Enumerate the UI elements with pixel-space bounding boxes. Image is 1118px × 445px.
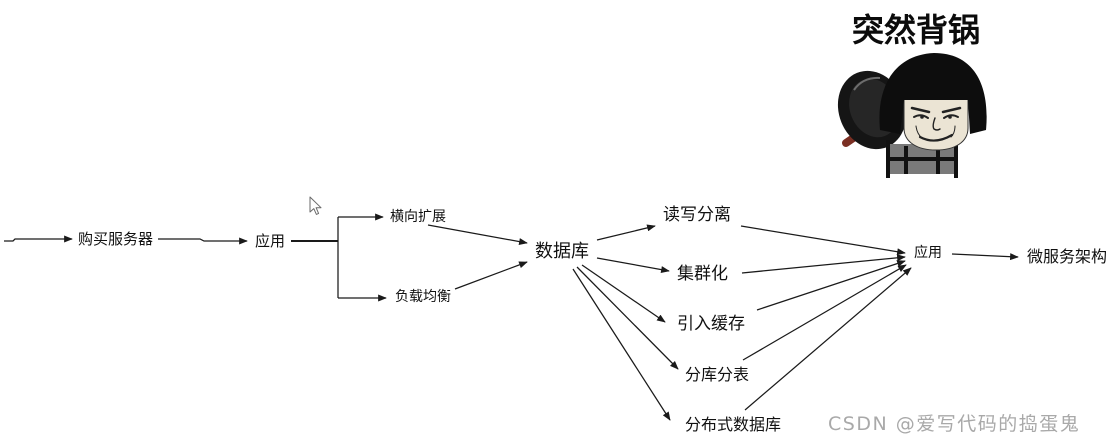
watermark: CSDN @爱写代码的捣蛋鬼 bbox=[828, 413, 1081, 435]
arrow-load-balance-to-database bbox=[454, 261, 528, 290]
node-clustering: 集群化 bbox=[677, 264, 728, 284]
node-app: 应用 bbox=[255, 232, 286, 250]
bowl-cut-hair bbox=[879, 53, 987, 134]
arrow-clustering-to-app bbox=[741, 254, 906, 274]
face-features bbox=[910, 106, 962, 142]
arrow-database-to-distributed-database bbox=[572, 268, 671, 421]
node-read-write-split: 读写分离 bbox=[663, 205, 731, 225]
character-face bbox=[903, 95, 969, 151]
node-database: 数据库 bbox=[535, 241, 589, 262]
mouse-cursor-icon bbox=[309, 196, 322, 215]
arrow-sharding-to-app bbox=[742, 264, 907, 361]
node-app-final: 应用 bbox=[914, 245, 942, 261]
node-distributed-database: 分布式数据库 bbox=[685, 415, 782, 434]
arrow-app-to-microservices bbox=[951, 253, 1019, 261]
arrow-database-to-cache bbox=[581, 264, 666, 323]
node-load-balance: 负载均衡 bbox=[395, 289, 451, 305]
node-microservices: 微服务架构 bbox=[1027, 247, 1108, 266]
arrow-scale-out-to-database bbox=[427, 224, 528, 246]
arrow-cache-to-app bbox=[756, 260, 906, 311]
node-cache: 引入缓存 bbox=[677, 314, 745, 334]
meme-caption: 突然背锅 bbox=[852, 11, 981, 49]
node-buy-server: 购买服务器 bbox=[78, 230, 154, 248]
arrow-database-to-sharding bbox=[576, 266, 679, 370]
arrow-buy-server-to-app bbox=[158, 237, 248, 245]
arrow-database-to-read-write-split bbox=[596, 224, 656, 241]
arrow-database-to-clustering bbox=[596, 257, 670, 274]
arrow-start-to-buy-server bbox=[4, 235, 73, 243]
node-sharding: 分库分表 bbox=[685, 365, 750, 384]
arrow-distributed-database-to-app bbox=[744, 267, 912, 411]
node-scale-out: 横向扩展 bbox=[390, 209, 446, 225]
arrow-read-write-split-to-app bbox=[740, 225, 906, 256]
meme-character-image bbox=[837, 53, 987, 178]
